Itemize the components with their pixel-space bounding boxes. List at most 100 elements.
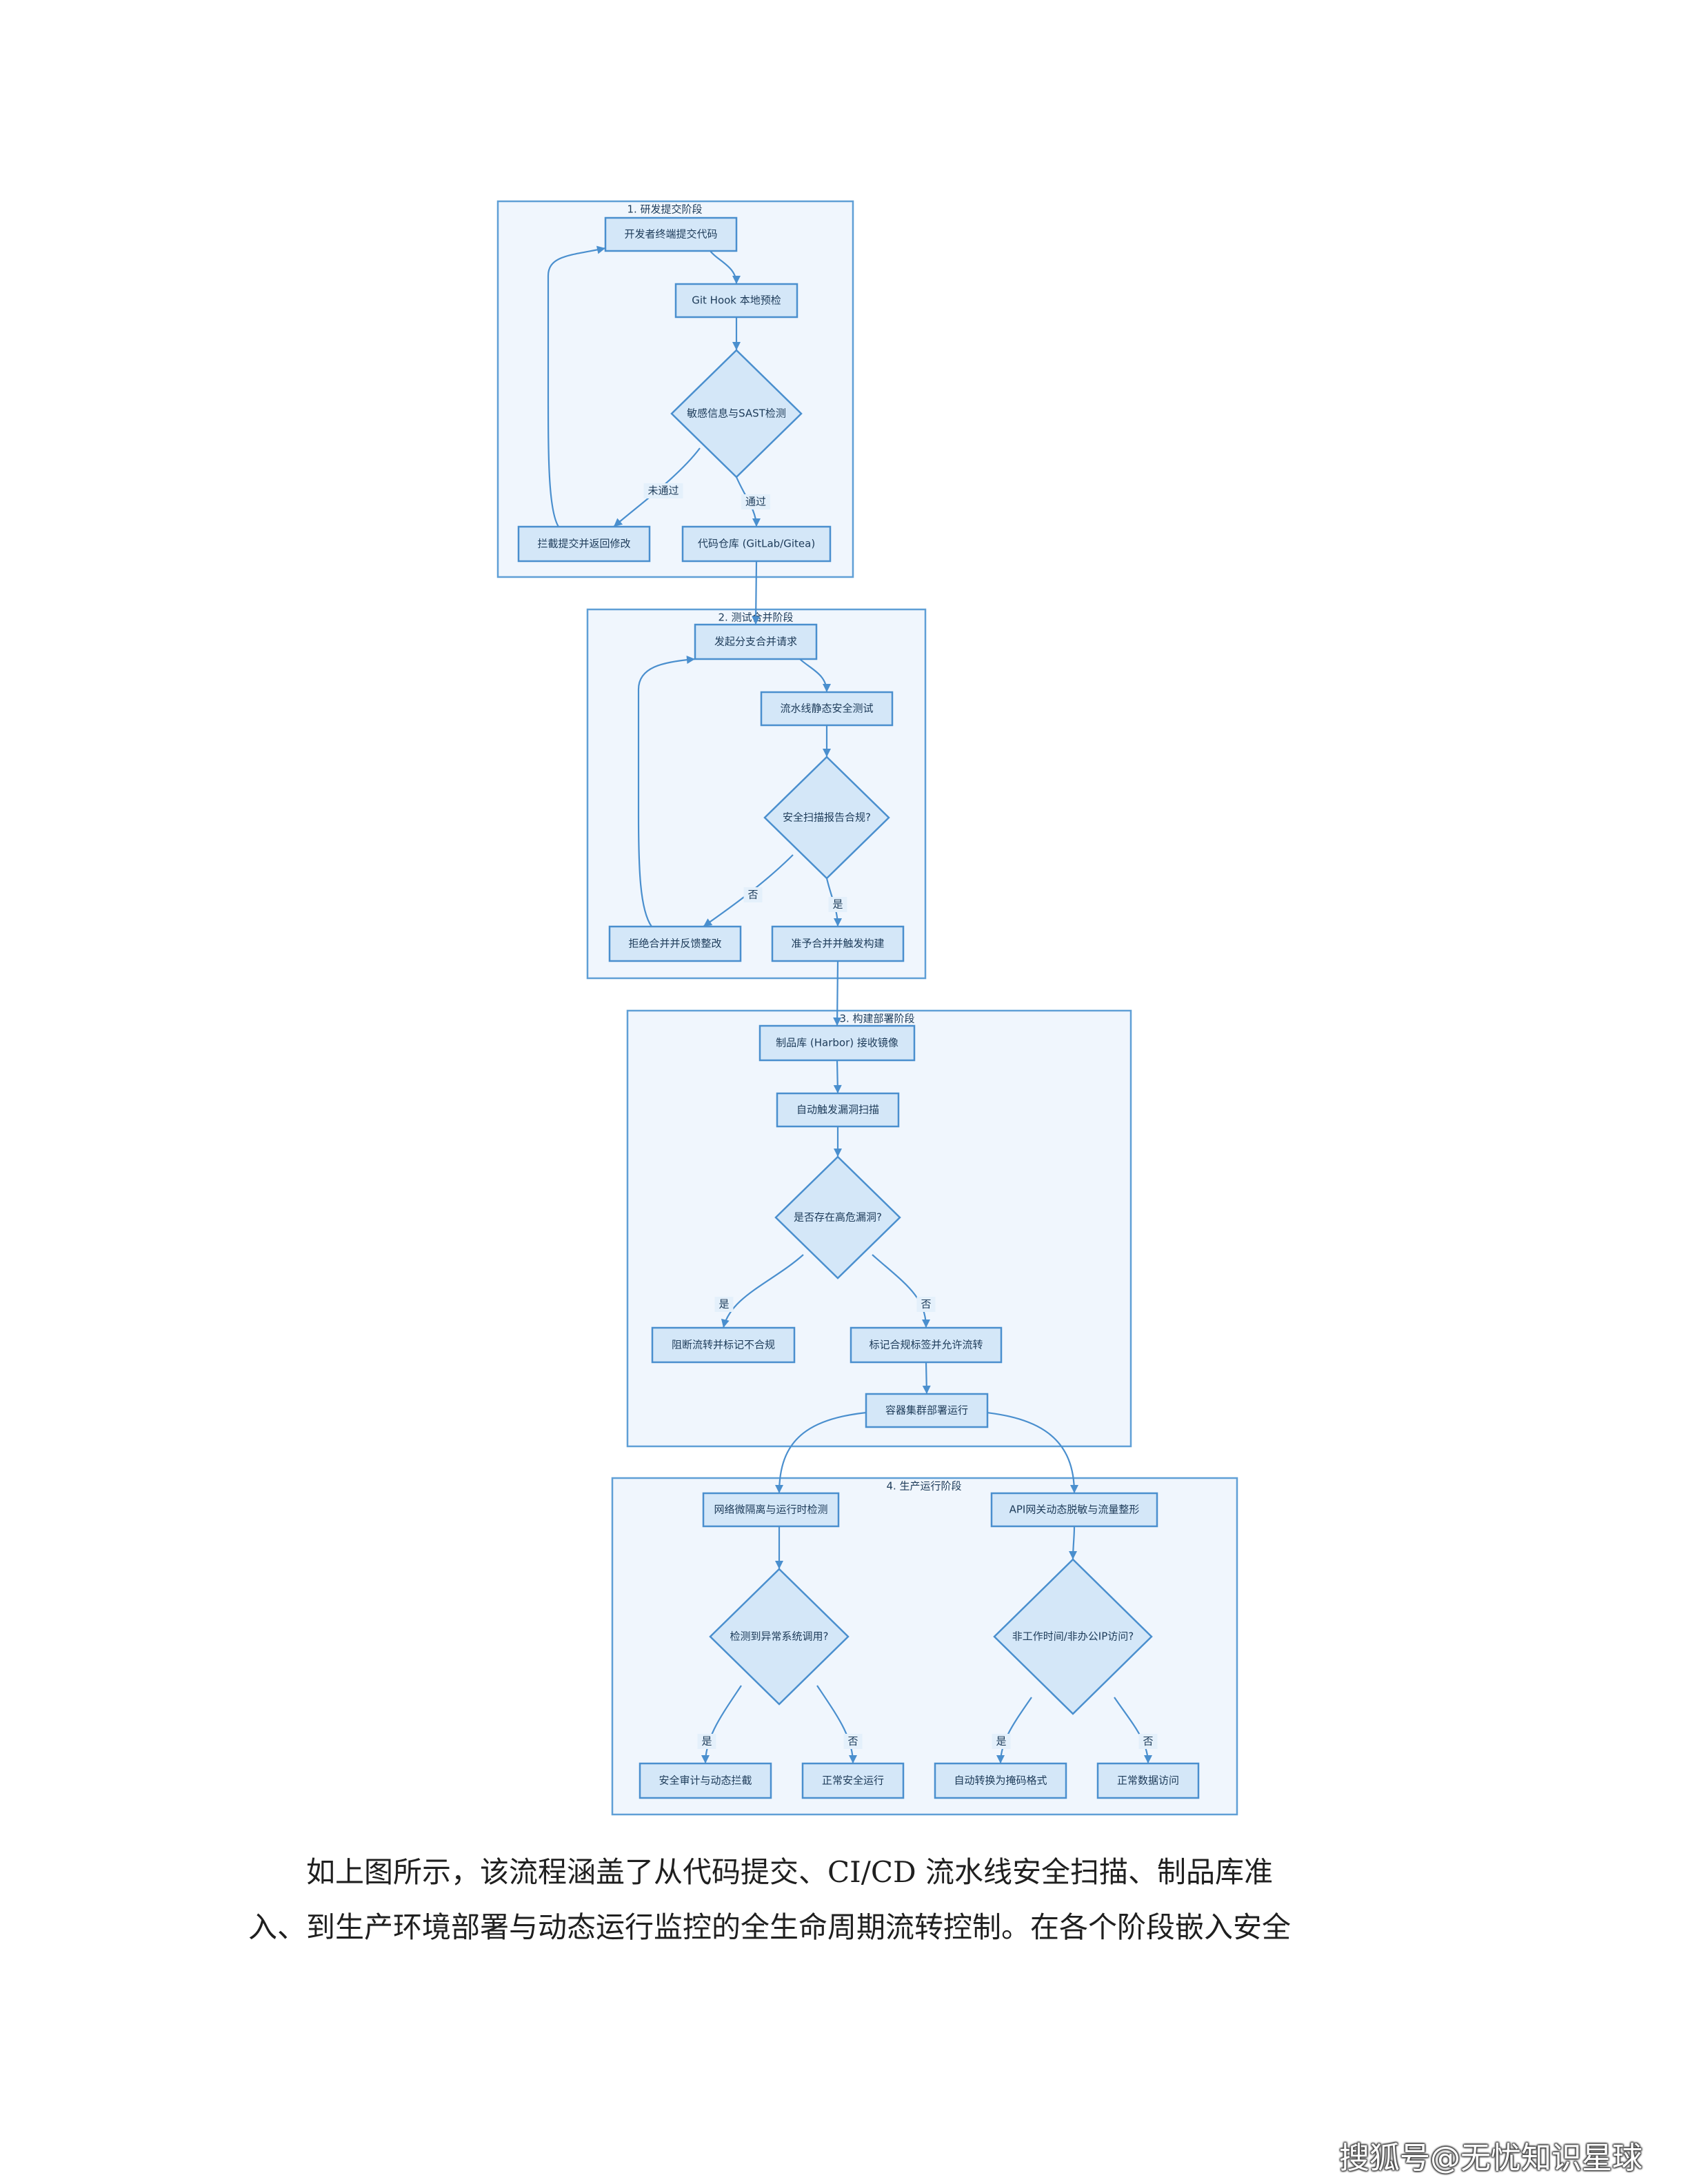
- arrowhead-n9-n6: [686, 656, 695, 664]
- node-label-n7: 流水线静态安全测试: [780, 702, 873, 715]
- stage-box-s1: [496, 200, 854, 578]
- arrowhead-n13-n15: [922, 1320, 930, 1328]
- arrowhead-n16-n17: [775, 1485, 783, 1493]
- edge-n19-n22: [816, 1685, 854, 1764]
- node-label-n12: 自动触发漏洞扫描: [796, 1104, 879, 1116]
- node-label-n11: 制品库 (Harbor) 接收镜像: [776, 1037, 898, 1049]
- arrowhead-n19-n21: [701, 1755, 710, 1763]
- node-label-n14: 阻断流转并标记不合规: [672, 1339, 775, 1351]
- process-node-n7: [760, 691, 894, 727]
- node-label-n17: 网络微隔离与运行时检测: [714, 1504, 827, 1516]
- arrowhead-n8-n10: [834, 918, 842, 927]
- process-node-n5: [681, 525, 832, 563]
- process-node-n12: [776, 1092, 900, 1128]
- arrowhead-n20-n23: [996, 1755, 1005, 1763]
- stage-title-s1: 1. 研发提交阶段: [627, 203, 702, 216]
- node-label-n24: 正常数据访问: [1117, 1775, 1179, 1787]
- edge-label-bg-n19-n21: [697, 1734, 716, 1749]
- edge-label-bg-n8-n9: [743, 887, 763, 902]
- process-node-n14: [651, 1326, 796, 1364]
- node-label-n3: 敏感信息与SAST检测: [687, 407, 786, 420]
- process-node-n4: [517, 525, 651, 563]
- edge-label-bg-n13-n14: [714, 1297, 734, 1312]
- process-node-n2: [674, 283, 798, 318]
- edge-label-bg-n13-n15: [916, 1297, 936, 1312]
- arrowhead-n5-n6: [752, 616, 761, 625]
- arrowhead-n20-n24: [1144, 1755, 1152, 1763]
- node-label-n5: 代码仓库 (GitLab/Gitea): [698, 538, 815, 550]
- edge-label-layer: 未通过通过否是是否是否是否: [643, 483, 1158, 1749]
- node-label-n4: 拦截提交并返回修改: [537, 538, 630, 550]
- node-label-n15: 标记合规标签并允许流转: [869, 1339, 983, 1351]
- edge-label-bg-n20-n23: [992, 1734, 1011, 1749]
- node-label-n19: 检测到异常系统调用?: [730, 1630, 829, 1643]
- process-node-n17: [702, 1492, 840, 1528]
- process-node-n10: [771, 925, 905, 962]
- edge-n13-n15: [872, 1254, 927, 1328]
- caption-line-1: 如上图所示，该流程涵盖了从代码提交、CI/CD 流水线安全扫描、制品库准: [306, 1855, 1274, 1889]
- edge-n4-n1: [547, 247, 606, 527]
- arrowhead-n10-n11: [833, 1017, 842, 1026]
- process-node-n23: [934, 1762, 1067, 1799]
- arrowhead-n6-n7: [823, 684, 831, 692]
- edge-n19-n21: [704, 1685, 742, 1764]
- node-label-n1: 开发者终端提交代码: [624, 228, 717, 241]
- caption-line-2: 入、到生产环境部署与动态运行监控的全生命周期流转控制。在各个阶段嵌入安全: [248, 1910, 1292, 1944]
- process-node-n1: [604, 216, 738, 252]
- edge-label-n3-n5: 通过: [745, 496, 766, 508]
- node-layer: 开发者终端提交代码 Git Hook 本地预检敏感信息与SAST检测拦截提交并返回…: [517, 216, 1200, 1799]
- process-node-n11: [758, 1024, 916, 1062]
- node-label-n10: 准予合并并触发构建: [791, 938, 884, 950]
- node-label-n22: 正常安全运行: [822, 1775, 884, 1787]
- process-node-n18: [990, 1492, 1158, 1528]
- process-node-n15: [850, 1326, 1003, 1364]
- edge-label-bg-n8-n10: [828, 897, 847, 912]
- arrowhead-n19-n22: [849, 1755, 857, 1763]
- decision-node-n13: [774, 1155, 901, 1280]
- edge-n9-n6: [637, 658, 696, 927]
- node-label-n20: 非工作时间/非办公IP访问?: [1012, 1630, 1134, 1643]
- edge-label-n13-n15: 否: [921, 1298, 931, 1311]
- arrowhead-n16-n18: [1070, 1485, 1078, 1493]
- edge-label-n13-n14: 是: [719, 1298, 729, 1311]
- arrowhead-n7-n8: [823, 749, 831, 757]
- edge-label-n20-n24: 否: [1143, 1735, 1153, 1748]
- arrowhead-n3-n5: [752, 518, 761, 527]
- edge-label-bg-n3-n5: [741, 494, 770, 509]
- node-label-n21: 安全审计与动态拦截: [659, 1775, 752, 1787]
- node-label-n8: 安全扫描报告合规?: [783, 811, 871, 824]
- process-node-n6: [694, 623, 818, 660]
- decision-node-n3: [670, 349, 803, 478]
- node-label-n13: 是否存在高危漏洞?: [794, 1211, 882, 1224]
- process-node-n21: [639, 1762, 772, 1799]
- edge-label-n19-n22: 否: [847, 1735, 858, 1748]
- node-label-n16: 容器集群部署运行: [885, 1404, 968, 1417]
- process-node-n24: [1096, 1762, 1200, 1799]
- stage-box-s2: [586, 608, 927, 980]
- arrowhead-n11-n12: [833, 1084, 842, 1093]
- arrowhead-n18-n20: [1069, 1551, 1077, 1559]
- edge-label-bg-n3-n4: [643, 483, 683, 498]
- edge-n13-n14: [722, 1254, 804, 1328]
- edge-label-n8-n10: 是: [832, 898, 843, 911]
- edge-label-n3-n4: 未通过: [647, 485, 679, 497]
- arrowhead-n13-n14: [721, 1318, 730, 1328]
- node-label-n9: 拒绝合并并反馈整改: [628, 938, 721, 950]
- watermark: 搜狐号@无忧知识星球: [1339, 2141, 1642, 2176]
- arrowhead-n1-n2: [732, 276, 741, 284]
- decision-node-n8: [763, 756, 890, 880]
- node-label-n6: 发起分支合并请求: [714, 636, 797, 648]
- edge-n10-n11: [836, 960, 839, 1027]
- arrowhead-n4-n1: [596, 245, 605, 254]
- arrowhead-n3-n4: [614, 518, 623, 527]
- edge-label-n8-n9: 否: [747, 889, 758, 901]
- process-node-n16: [865, 1393, 989, 1428]
- edge-label-n20-n23: 是: [996, 1735, 1006, 1748]
- arrowhead-n8-n9: [703, 918, 713, 927]
- process-node-n22: [801, 1762, 905, 1799]
- node-label-n2: Git Hook 本地预检: [692, 294, 781, 307]
- stage-title-s3: 3. 构建部署阶段: [839, 1013, 914, 1025]
- stage-title-s4: 4. 生产运行阶段: [886, 1480, 961, 1493]
